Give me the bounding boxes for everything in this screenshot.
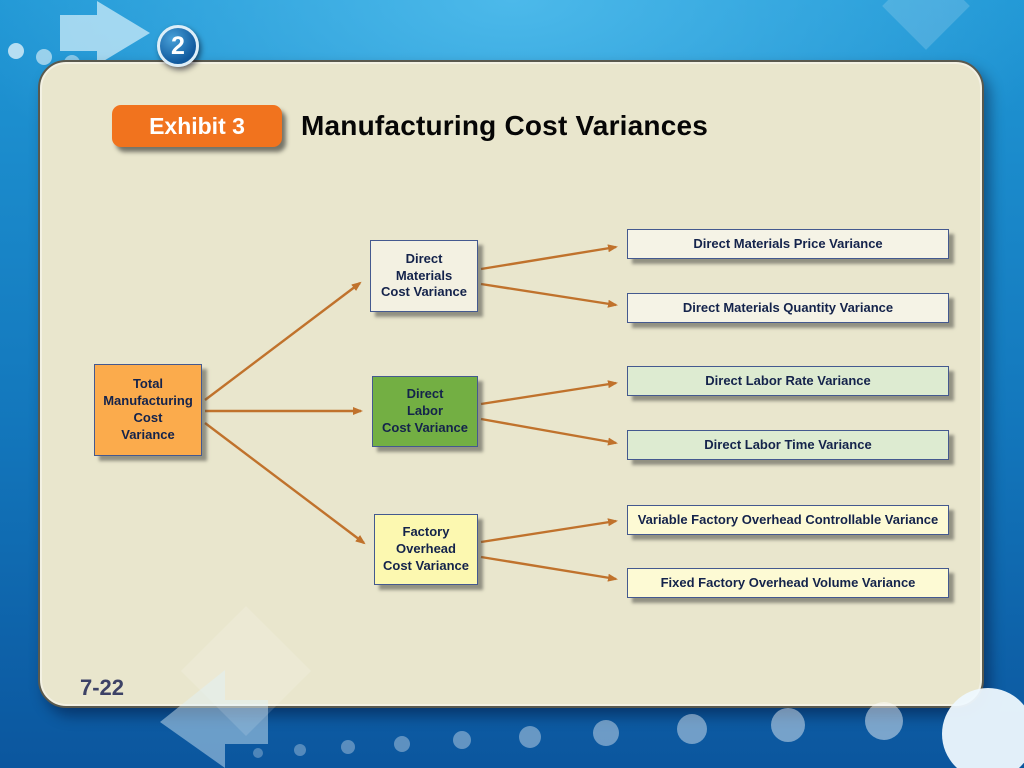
arrow-overhead-to-volume (480, 555, 618, 582)
arrow-materials-to-quantity (480, 282, 618, 308)
page-number: 7-22 (80, 675, 125, 700)
node-variable-factory-overhead-controllable-variance: Variable Factory Overhead Controllable V… (627, 505, 949, 535)
node-direct-materials-cost-variance: Direct Materials Cost Variance (370, 240, 478, 312)
node-direct-labor-rate-variance: Direct Labor Rate Variance (627, 366, 949, 396)
arrow-labor-to-time (480, 417, 618, 446)
step-number-badge: 2 (157, 25, 199, 67)
arrow-labor-to-rate (480, 380, 618, 406)
node-direct-materials-quantity-variance: Direct Materials Quantity Variance (627, 293, 949, 323)
arrow-materials-to-price (480, 244, 618, 271)
node-factory-overhead-cost-variance: Factory Overhead Cost Variance (374, 514, 478, 585)
arrow-overhead-to-controllable (480, 518, 618, 544)
page-title: Manufacturing Cost Variances (301, 110, 709, 141)
node-fixed-factory-overhead-volume-variance: Fixed Factory Overhead Volume Variance (627, 568, 949, 598)
node-direct-labor-time-variance: Direct Labor Time Variance (627, 430, 949, 460)
node-total-manufacturing-cost-variance: Total Manufacturing Cost Variance (94, 364, 202, 456)
node-direct-materials-price-variance: Direct Materials Price Variance (627, 229, 949, 259)
exhibit-badge: Exhibit 3 (112, 105, 282, 147)
arrow-total-to-materials (204, 281, 362, 401)
node-direct-labor-cost-variance: Direct Labor Cost Variance (372, 376, 478, 447)
arrow-total-to-overhead (204, 422, 366, 545)
